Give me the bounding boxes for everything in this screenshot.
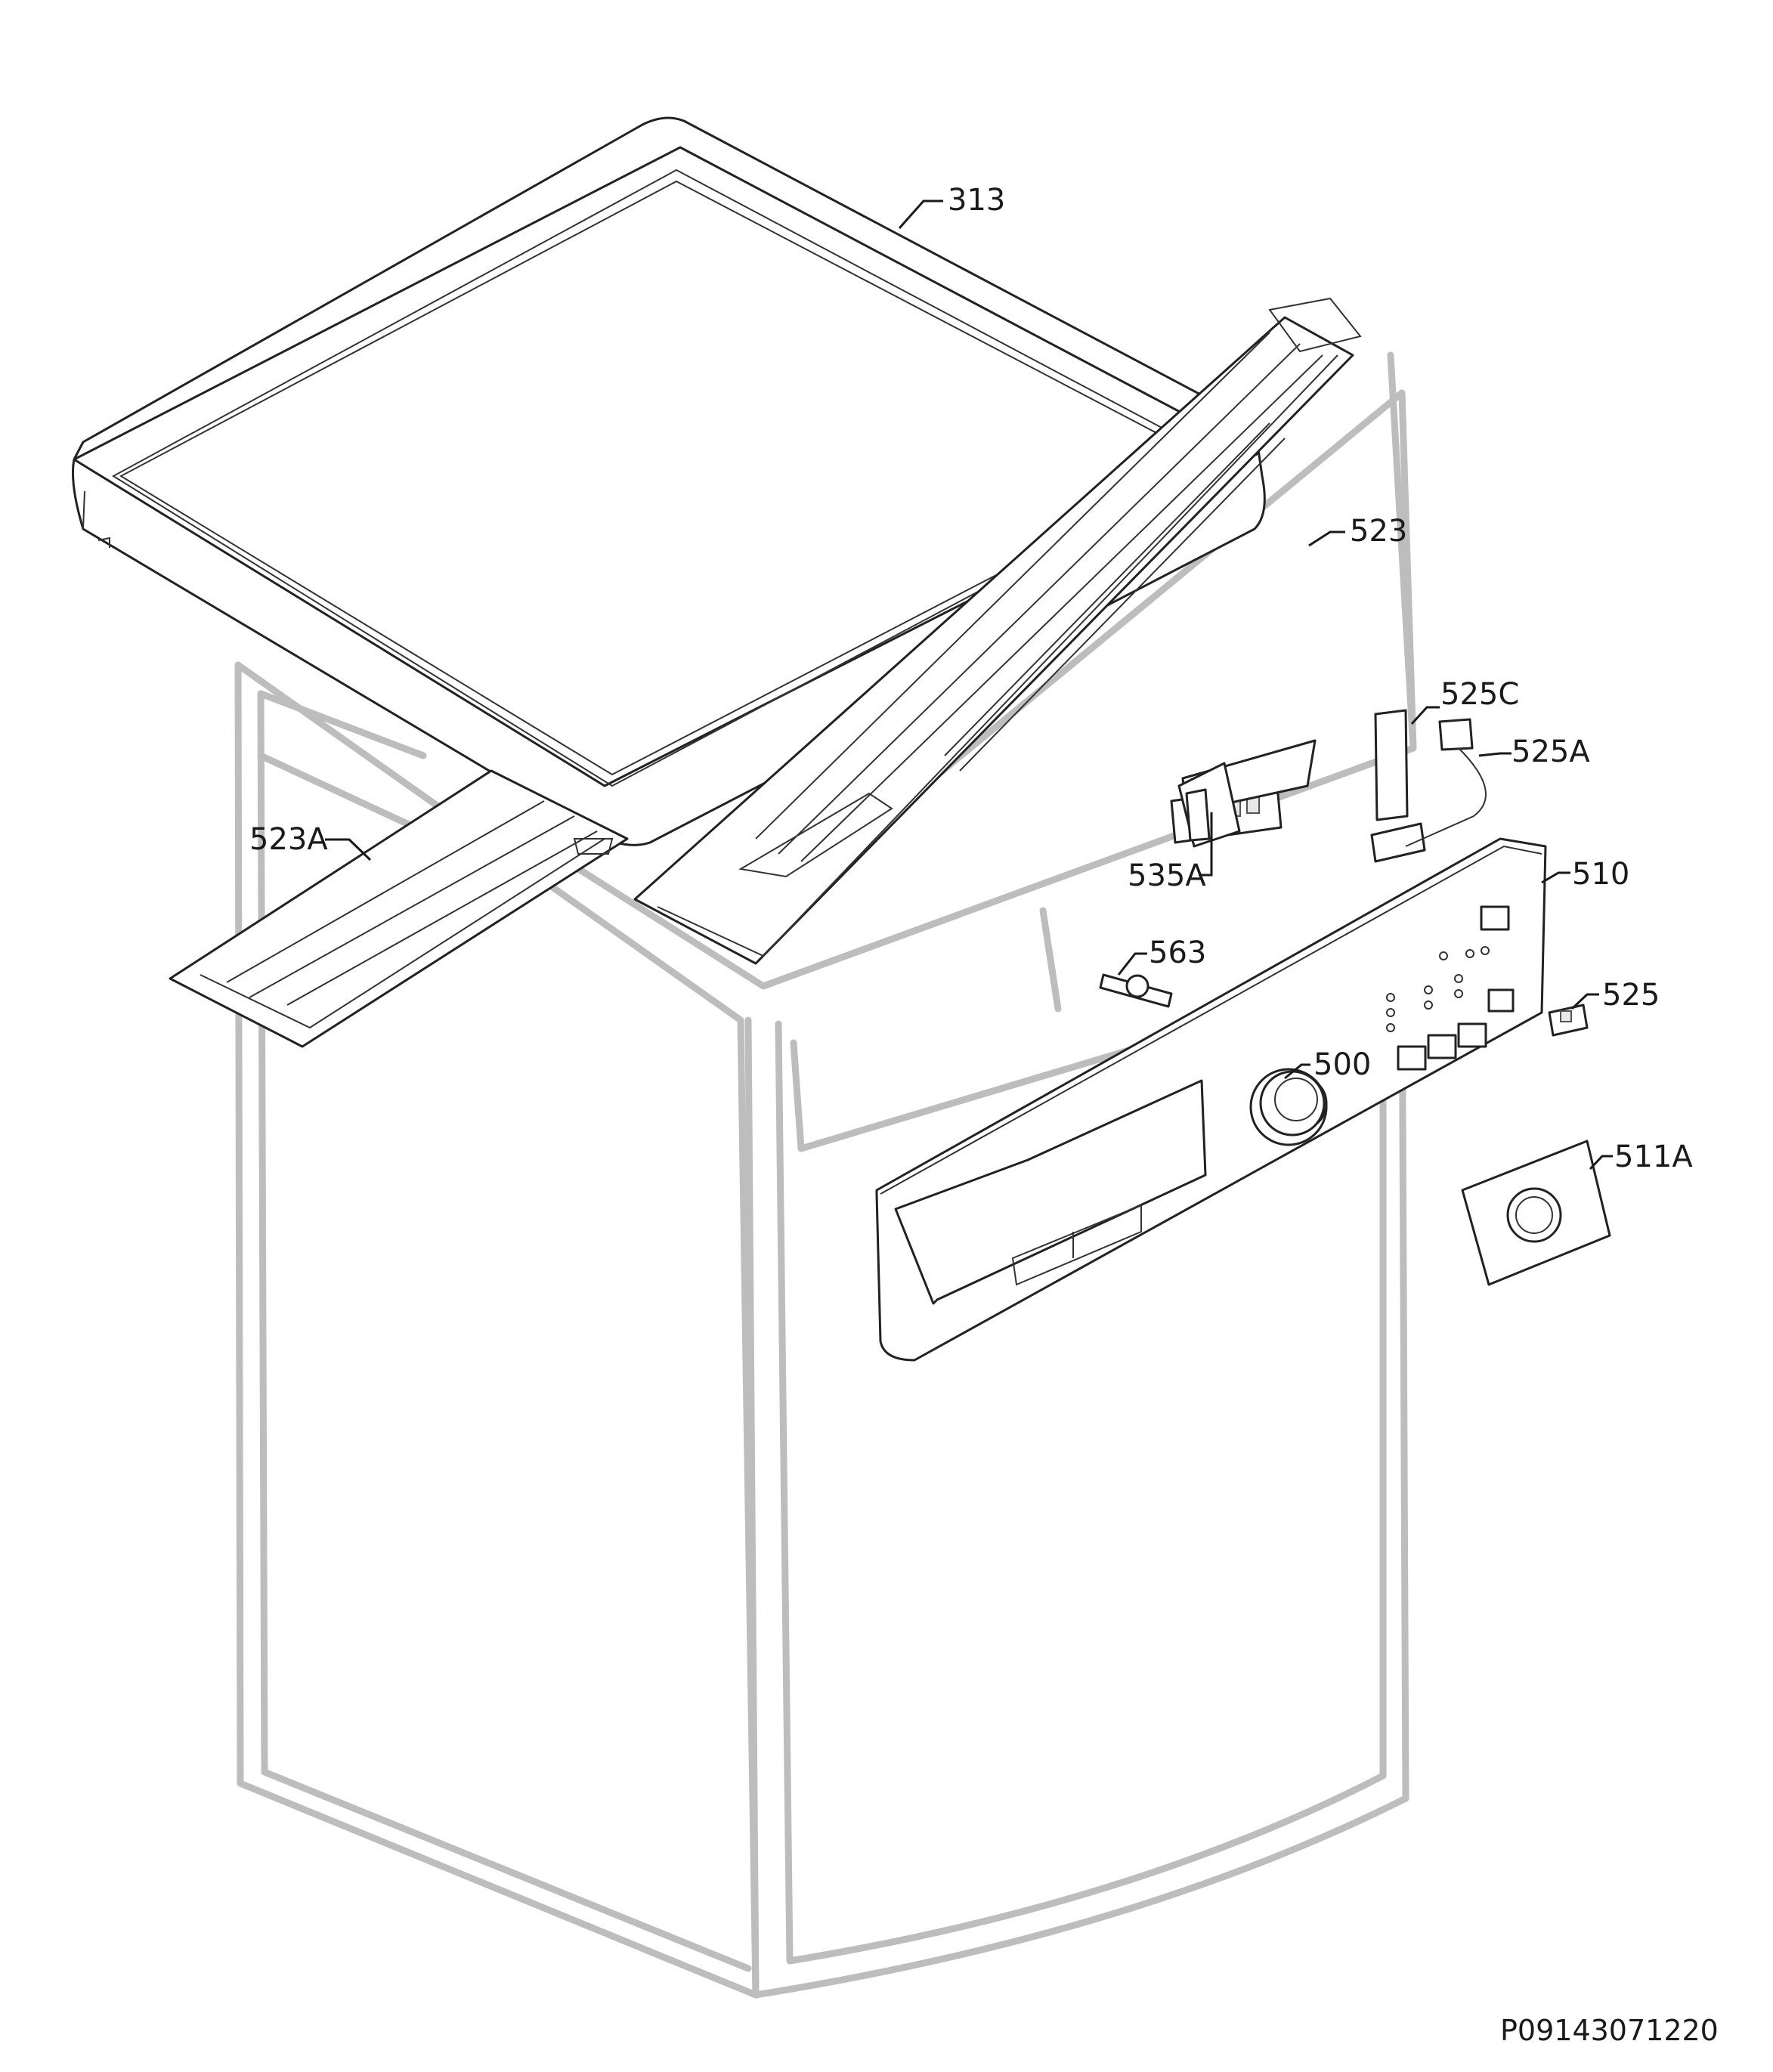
callout-563: 563 [1149, 935, 1206, 970]
callout-525A: 525A [1512, 734, 1590, 769]
control-panel-part [875, 837, 1547, 1362]
callout-511A: 511A [1614, 1140, 1693, 1174]
pin-part [1099, 973, 1173, 1008]
callout-313: 313 [948, 183, 1005, 218]
callout-525: 525 [1602, 978, 1660, 1013]
switch-part [1548, 1004, 1589, 1037]
side-rail-part [169, 769, 629, 1048]
callout-535A: 535A [1128, 858, 1206, 893]
worktop-part [72, 116, 1266, 846]
callout-525C: 525C [1440, 677, 1519, 712]
callout-510: 510 [1572, 857, 1629, 892]
callout-523A: 523A [249, 822, 328, 857]
rear-rail-part [633, 297, 1362, 965]
cabinet-ghost-outline [234, 351, 1417, 1999]
callout-523: 523 [1350, 514, 1407, 549]
callout-labels: 313 523 523A 525C 525A 535A 510 563 525 … [249, 183, 1693, 1174]
badge-plate-part [1461, 1140, 1611, 1286]
callout-500: 500 [1314, 1047, 1371, 1082]
knob-part [1259, 1070, 1326, 1137]
electronics-parts [1170, 709, 1487, 863]
leader-lines [325, 199, 1613, 1171]
figure-code: P09143071220 [1500, 2014, 1719, 2047]
